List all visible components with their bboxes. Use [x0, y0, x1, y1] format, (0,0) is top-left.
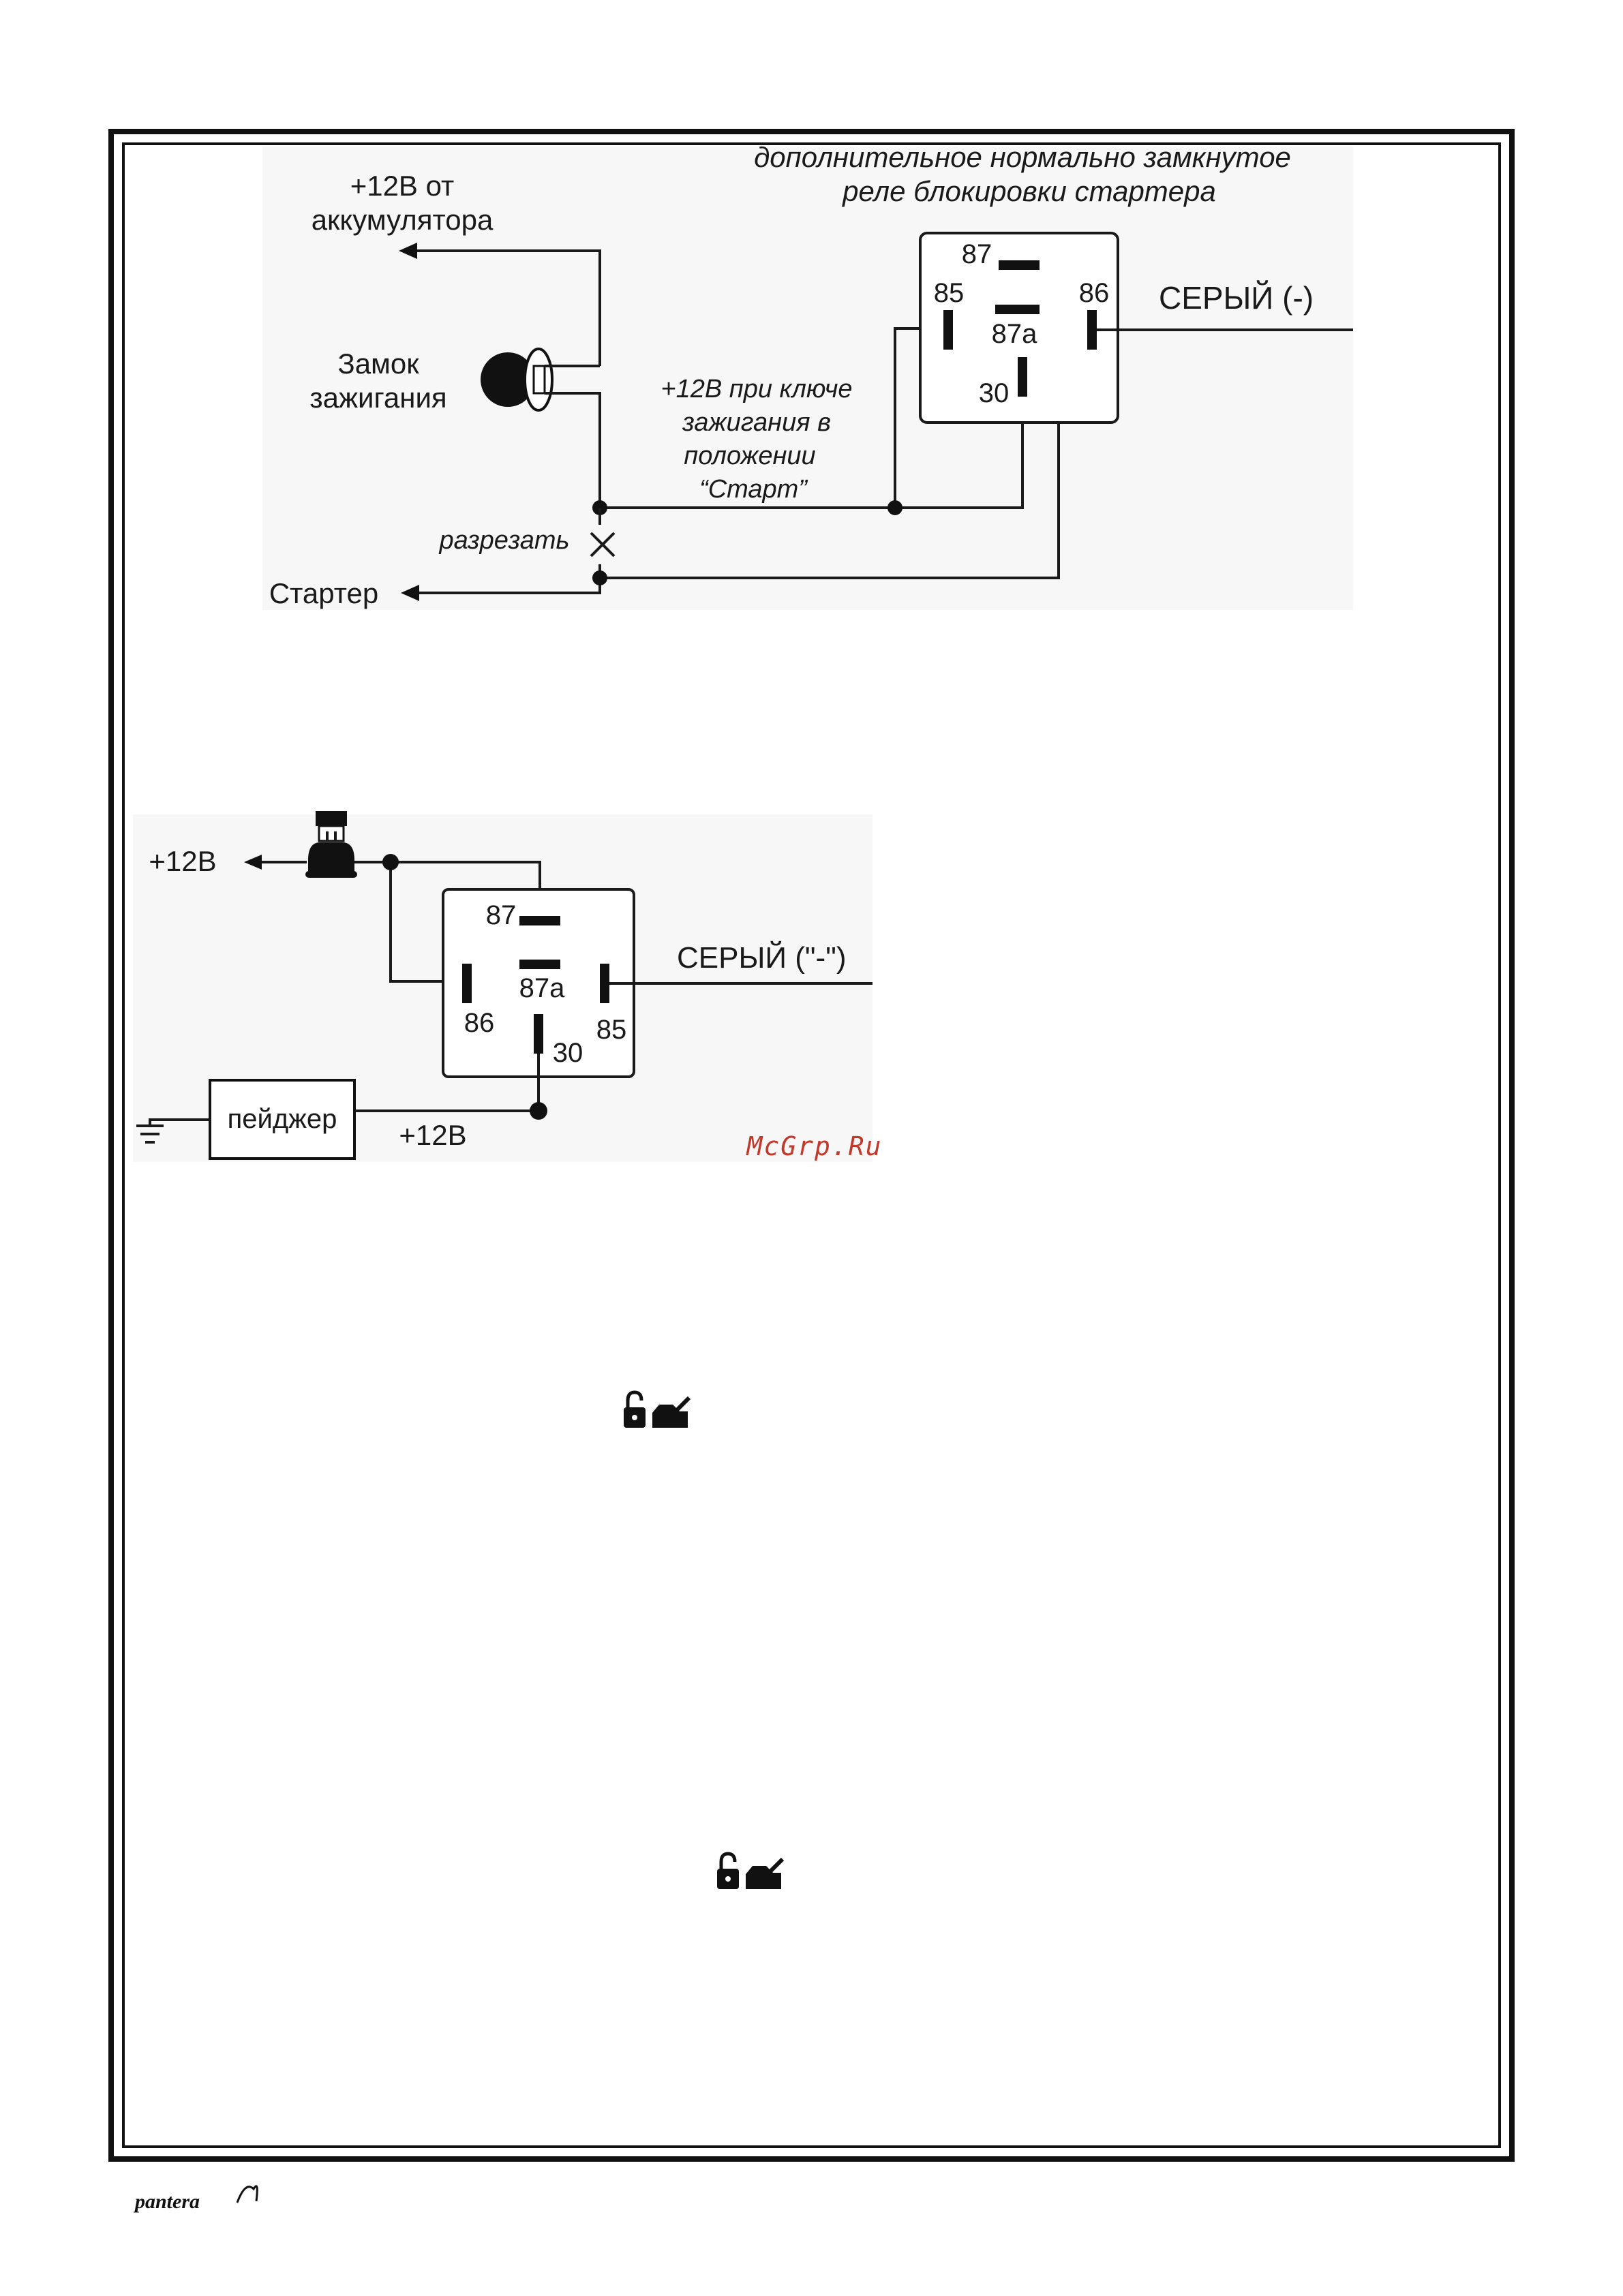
- relay2-pin87-label: 87: [486, 900, 517, 930]
- pantera-logo: pantera: [133, 2186, 257, 2213]
- pager-supply-label: +12В: [399, 1119, 466, 1151]
- unlock-trunk-icon: [624, 1392, 689, 1428]
- relay2-pin85-label: 85: [596, 1015, 627, 1045]
- junction-dot: [530, 1102, 547, 1120]
- relay2-pin87a-label: 87a: [519, 973, 565, 1003]
- supply-label: +12В: [149, 845, 216, 877]
- battery-label-line1: +12В от: [350, 170, 455, 202]
- relay-caption-line2: реле блокировки стартера: [841, 175, 1216, 207]
- svg-text:pantera: pantera: [133, 2190, 200, 2213]
- relay1-pin85: [943, 310, 953, 350]
- ignition-label-line1: Замок: [337, 348, 419, 380]
- relay1-pin86-label: 86: [1079, 278, 1110, 308]
- relay2-pin87: [519, 916, 560, 925]
- watermark: McGrp.Ru: [745, 1131, 882, 1161]
- relay1-pin30: [1018, 357, 1027, 397]
- gray-wire-2-label: СЕРЫЙ ("-"): [677, 940, 846, 975]
- start-note-line3: положении: [684, 442, 815, 470]
- start-note-line2: зажигания в: [682, 408, 831, 437]
- relay2-pin85: [600, 964, 609, 1003]
- start-note-line4: “Старт”: [699, 475, 808, 504]
- relay1-pin87a: [995, 305, 1040, 314]
- relay1-pin86: [1087, 310, 1097, 350]
- junction-dot: [592, 570, 607, 585]
- starter-label: Стартер: [269, 577, 378, 609]
- relay-caption-line1: дополнительное нормально замкнутое: [754, 141, 1291, 173]
- junction-dot: [382, 854, 399, 870]
- relay1-pin87-label: 87: [962, 239, 992, 269]
- relay1-pin87: [999, 260, 1040, 270]
- relay1-pin87a-label: 87a: [992, 319, 1037, 349]
- gray-wire-1-label: СЕРЫЙ (-): [1159, 280, 1314, 316]
- unlock-trunk-icon: [717, 1854, 783, 1889]
- relay2-pin86: [462, 964, 472, 1003]
- junction-dot: [888, 500, 902, 515]
- relay2-pin86-label: 86: [464, 1008, 495, 1038]
- relay2-pin30: [534, 1014, 543, 1054]
- cut-label: разрезать: [439, 526, 570, 555]
- battery-label-line2: аккумулятора: [312, 204, 494, 236]
- pager-relay-diagram: +12В 87 87a 86 85 30 СЕРЫЙ ("-") +12В: [133, 811, 873, 1162]
- start-note-line1: +12В при ключе: [661, 375, 852, 403]
- pager-label: пейджер: [228, 1104, 337, 1134]
- relay1-pin85-label: 85: [934, 278, 965, 308]
- relay2-pin30-label: 30: [553, 1038, 583, 1068]
- relay1-pin30-label: 30: [979, 378, 1010, 408]
- starter-block-diagram: дополнительное нормально замкнутое реле …: [262, 141, 1353, 610]
- relay2-pin87a: [519, 960, 560, 969]
- ignition-label-line2: зажигания: [309, 382, 446, 414]
